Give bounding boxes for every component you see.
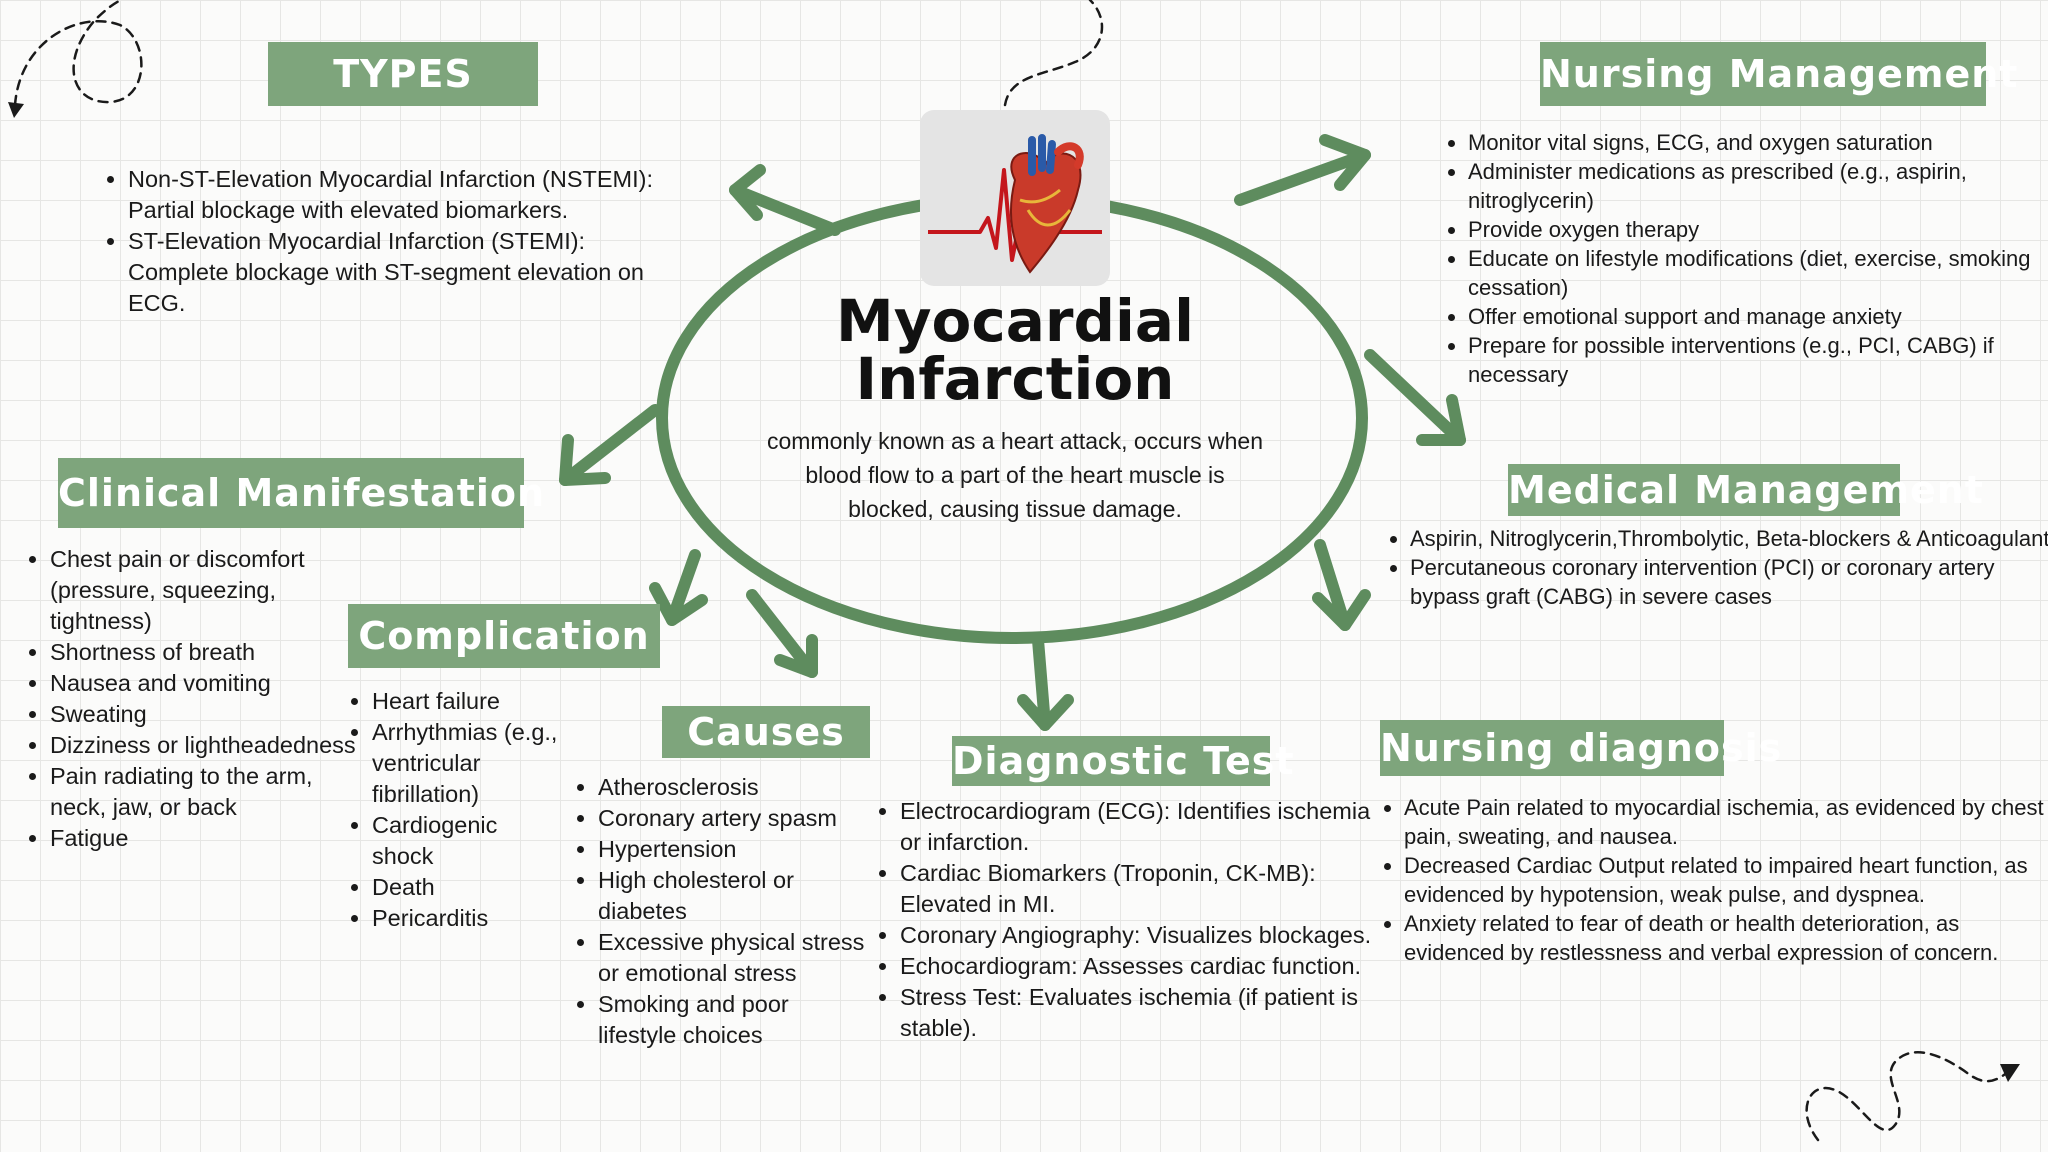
arrow-to-types bbox=[729, 164, 841, 236]
diagnostic-test-item: Stress Test: Evaluates ischemia (if pati… bbox=[900, 982, 1376, 1044]
diagnostic-test-item: Echocardiogram: Assesses cardiac functio… bbox=[900, 951, 1376, 982]
nursing-management-header: Nursing Management bbox=[1540, 42, 2017, 106]
medical-management-item: Percutaneous coronary intervention (PCI)… bbox=[1410, 553, 2048, 611]
diagnostic-test-item: Coronary Angiography: Visualizes blockag… bbox=[900, 920, 1376, 951]
central-title: Myocardial Infarction bbox=[836, 287, 1194, 413]
causes-item: Atherosclerosis bbox=[598, 772, 868, 803]
arrow-to-medical-management bbox=[1364, 349, 1466, 446]
nursing-diagnosis-list: Acute Pain related to myocardial ischemi… bbox=[1378, 793, 2048, 967]
arrow-to-clinical-manifestation bbox=[559, 404, 661, 486]
arrow-to-nursing-management bbox=[1234, 134, 1371, 206]
complication-item: Heart failure bbox=[372, 686, 562, 717]
nursing-management-item: Administer medications as prescribed (e.… bbox=[1468, 157, 2048, 215]
nursing-management-item: Monitor vital signs, ECG, and oxygen sat… bbox=[1468, 128, 2048, 157]
clinical-manifestation-item: Pain radiating to the arm, neck, jaw, or… bbox=[50, 761, 368, 823]
nursing-diagnosis-header: Nursing diagnosis bbox=[1380, 720, 1781, 776]
nursing-diagnosis-item: Decreased Cardiac Output related to impa… bbox=[1404, 851, 2048, 909]
complication-item: Death bbox=[372, 872, 562, 903]
nursing-diagnosis-item: Acute Pain related to myocardial ischemi… bbox=[1404, 793, 2048, 851]
causes-item: Coronary artery spasm bbox=[598, 803, 868, 834]
nursing-diagnosis-item: Anxiety related to fear of death or heal… bbox=[1404, 909, 2048, 967]
complication-list: Heart failure Arrhythmias (e.g., ventric… bbox=[346, 686, 562, 934]
clinical-manifestation-header: Clinical Manifestation bbox=[58, 458, 544, 528]
causes-item: High cholesterol or diabetes bbox=[598, 865, 868, 927]
doodle-arrowhead-top-left bbox=[8, 102, 24, 118]
causes-list: Atherosclerosis Coronary artery spasm Hy… bbox=[572, 772, 868, 1051]
nursing-management-item: Educate on lifestyle modifications (diet… bbox=[1468, 244, 2048, 302]
medical-management-item: Aspirin, Nitroglycerin,Thrombolytic, Bet… bbox=[1410, 524, 2048, 553]
causes-header: Causes bbox=[662, 706, 870, 758]
clinical-manifestation-item: Fatigue bbox=[50, 823, 368, 854]
diagnostic-test-list: Electrocardiogram (ECG): Identifies isch… bbox=[874, 796, 1376, 1044]
types-header: TYPES bbox=[268, 42, 538, 106]
nursing-management-item: Prepare for possible interventions (e.g.… bbox=[1468, 331, 2048, 389]
medical-management-list: Aspirin, Nitroglycerin,Thrombolytic, Bet… bbox=[1384, 524, 2048, 611]
complication-item: Cardiogenic shock bbox=[372, 810, 562, 872]
types-item: Non-ST-Elevation Myocardial Infarction (… bbox=[128, 164, 668, 226]
clinical-manifestation-item: Sweating bbox=[50, 699, 368, 730]
diagnostic-test-item: Electrocardiogram (ECG): Identifies isch… bbox=[900, 796, 1376, 858]
medical-management-header: Medical Management bbox=[1508, 464, 1983, 516]
dashed-doodle-bottom-right bbox=[1805, 1051, 2010, 1142]
nursing-management-item: Offer emotional support and manage anxie… bbox=[1468, 302, 2048, 331]
diagnostic-test-item: Cardiac Biomarkers (Troponin, CK-MB): El… bbox=[900, 858, 1376, 920]
complication-item: Pericarditis bbox=[372, 903, 562, 934]
arrow-to-diagnostic-test bbox=[1017, 634, 1074, 731]
causes-item: Hypertension bbox=[598, 834, 868, 865]
complication-header: Complication bbox=[348, 604, 660, 668]
arrow-to-causes bbox=[746, 589, 818, 678]
arrow-to-medical-management-lower bbox=[1312, 539, 1371, 631]
causes-item: Smoking and poor lifestyle choices bbox=[598, 989, 868, 1051]
clinical-manifestation-item: Chest pain or discomfort (pressure, sque… bbox=[50, 544, 368, 637]
arrow-to-complication bbox=[649, 549, 708, 626]
heart-ecg-icon bbox=[928, 134, 1102, 274]
clinical-manifestation-item: Dizziness or lightheadedness bbox=[50, 730, 368, 761]
types-list: Non-ST-Elevation Myocardial Infarction (… bbox=[102, 164, 668, 319]
clinical-manifestation-item: Shortness of breath bbox=[50, 637, 368, 668]
types-item: ST-Elevation Myocardial Infarction (STEM… bbox=[128, 226, 668, 319]
dashed-doodle-top-center bbox=[1003, 0, 1104, 107]
central-description: commonly known as a heart attack, occurs… bbox=[766, 428, 1263, 522]
heart-image-card bbox=[920, 110, 1110, 286]
causes-item: Excessive physical stress or emotional s… bbox=[598, 927, 868, 989]
diagnostic-test-header: Diagnostic Test bbox=[952, 736, 1294, 786]
dashed-doodle-top-left bbox=[13, 0, 143, 107]
nursing-management-item: Provide oxygen therapy bbox=[1468, 215, 2048, 244]
nursing-management-list: Monitor vital signs, ECG, and oxygen sat… bbox=[1442, 128, 2048, 389]
complication-item: Arrhythmias (e.g., ventricular fibrillat… bbox=[372, 717, 562, 810]
clinical-manifestation-item: Nausea and vomiting bbox=[50, 668, 368, 699]
clinical-manifestation-list: Chest pain or discomfort (pressure, sque… bbox=[24, 544, 368, 854]
doodle-arrowhead-bottom-right bbox=[2000, 1064, 2020, 1082]
